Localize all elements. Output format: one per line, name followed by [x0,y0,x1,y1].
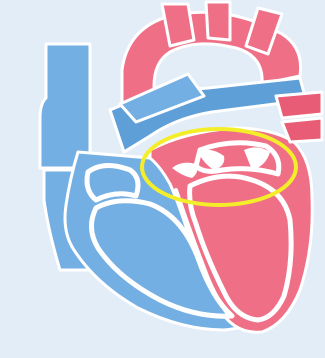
left-common-carotid-artery [206,2,230,40]
pulmonary-vein-upper [276,92,322,118]
superior-vena-cava [40,44,90,168]
pulmonary-vein-lower [282,118,322,142]
right-atrium [87,165,138,200]
